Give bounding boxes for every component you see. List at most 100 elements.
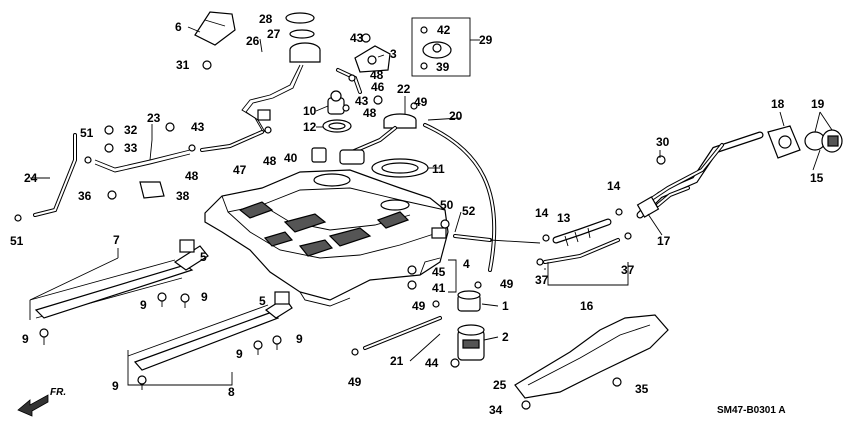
callout-49-a: 49 xyxy=(414,95,428,109)
sending-unit-gasket-11 xyxy=(371,158,429,178)
callout-14-b: 14 xyxy=(607,179,621,193)
clip-40 xyxy=(311,147,327,163)
cap-box-29 xyxy=(411,17,471,77)
callout-32: 32 xyxy=(124,123,138,137)
callout-9-b: 9 xyxy=(140,298,147,312)
callout-31: 31 xyxy=(176,58,190,72)
callout-19: 19 xyxy=(811,97,825,111)
callout-43-c: 43 xyxy=(191,120,205,134)
joint-pipe-52 xyxy=(453,234,541,244)
callout-25: 25 xyxy=(493,378,507,392)
hose-46 xyxy=(336,68,362,94)
callout-40: 40 xyxy=(284,151,298,165)
callout-3: 3 xyxy=(390,47,397,61)
callout-45: 45 xyxy=(432,265,446,279)
fuel-pipe-17 xyxy=(656,186,690,207)
front-direction-label: FR. xyxy=(50,387,66,398)
callout-39: 39 xyxy=(436,60,450,74)
tank-strap-lower xyxy=(127,291,293,371)
callout-38: 38 xyxy=(176,189,190,203)
callout-49-b: 49 xyxy=(500,277,514,291)
callout-37-b: 37 xyxy=(621,263,635,277)
callout-9-f: 9 xyxy=(112,379,119,393)
callout-44: 44 xyxy=(425,356,439,370)
callout-4: 4 xyxy=(463,257,470,271)
callout-48-b: 48 xyxy=(363,106,377,120)
callout-21: 21 xyxy=(390,354,404,368)
callout-11: 11 xyxy=(432,162,445,176)
small-parts xyxy=(14,33,666,410)
pump-cover-3 xyxy=(354,45,391,73)
valve-10 xyxy=(327,90,345,115)
callout-33: 33 xyxy=(124,141,138,155)
callout-35: 35 xyxy=(635,382,649,396)
filler-cap-ring xyxy=(767,125,801,159)
tank-strap-upper xyxy=(29,239,209,319)
callout-2: 2 xyxy=(502,330,509,344)
callout-52: 52 xyxy=(462,204,476,218)
callout-51-b: 51 xyxy=(10,234,24,248)
breather-hose xyxy=(543,238,620,264)
callout-13: 13 xyxy=(557,211,571,225)
fuel-gauge-unit-22 xyxy=(339,113,417,165)
fuel-filter xyxy=(457,290,481,312)
callout-12: 12 xyxy=(303,120,317,134)
leader-8 xyxy=(127,350,233,386)
callout-17: 17 xyxy=(657,234,671,248)
callout-9-c: 9 xyxy=(201,290,208,304)
callout-18: 18 xyxy=(771,97,785,111)
front-direction-arrow: FR. xyxy=(17,387,66,417)
callout-43-b: 43 xyxy=(355,94,369,108)
callout-5-lower: 5 xyxy=(259,294,266,308)
callout-28: 28 xyxy=(259,12,273,26)
callout-22: 22 xyxy=(397,82,411,96)
callout-34: 34 xyxy=(489,403,503,417)
callout-8: 8 xyxy=(228,385,235,399)
wire-harness xyxy=(241,64,304,133)
fuel-cap xyxy=(804,129,843,153)
callout-50: 50 xyxy=(440,198,454,212)
callout-26: 26 xyxy=(246,34,260,48)
callout-6: 6 xyxy=(175,20,182,34)
filler-neck xyxy=(636,131,764,219)
callout-27: 27 xyxy=(267,27,281,41)
unit-28-26 xyxy=(285,12,321,63)
callout-37-a: 37 xyxy=(535,273,549,287)
callout-48-a: 48 xyxy=(370,68,384,82)
fuel-pump xyxy=(457,324,485,361)
leader-4 xyxy=(448,259,457,293)
callouts: 1 2 3 4 5 5 6 7 8 9 9 9 9 9 9 10 11 12 1… xyxy=(10,12,825,417)
leader-7 xyxy=(29,248,119,320)
callout-14-a: 14 xyxy=(535,206,549,220)
tank-shield-25 xyxy=(514,314,669,399)
callout-30: 30 xyxy=(656,135,670,149)
callout-20: 20 xyxy=(449,109,463,123)
callout-7: 7 xyxy=(113,233,120,247)
hose-24 xyxy=(33,133,77,217)
pipe-23 xyxy=(94,149,191,173)
callout-46: 46 xyxy=(371,80,385,94)
callout-43-a: 43 xyxy=(350,31,364,45)
vent-pipe xyxy=(423,123,497,272)
callout-48-c: 48 xyxy=(263,154,277,168)
callout-9-e: 9 xyxy=(296,332,303,346)
callout-5-upper: 5 xyxy=(200,250,207,264)
callout-51-a: 51 xyxy=(80,126,94,140)
callout-48-d: 48 xyxy=(185,169,199,183)
callout-leaders xyxy=(30,26,833,362)
callout-49-d: 49 xyxy=(348,375,362,389)
callout-1: 1 xyxy=(502,299,509,313)
callout-36: 36 xyxy=(78,189,92,203)
callout-42: 42 xyxy=(437,23,451,37)
leader-16 xyxy=(547,262,629,286)
filler-hose xyxy=(552,218,612,247)
callout-29: 29 xyxy=(479,33,493,47)
callout-47: 47 xyxy=(233,163,247,177)
ring-12 xyxy=(322,119,352,133)
callout-16: 16 xyxy=(580,299,594,313)
fuel-pipe-21 xyxy=(363,316,442,350)
callout-41: 41 xyxy=(432,281,446,295)
callout-9-a: 9 xyxy=(22,332,29,346)
bracket-38 xyxy=(139,181,165,199)
